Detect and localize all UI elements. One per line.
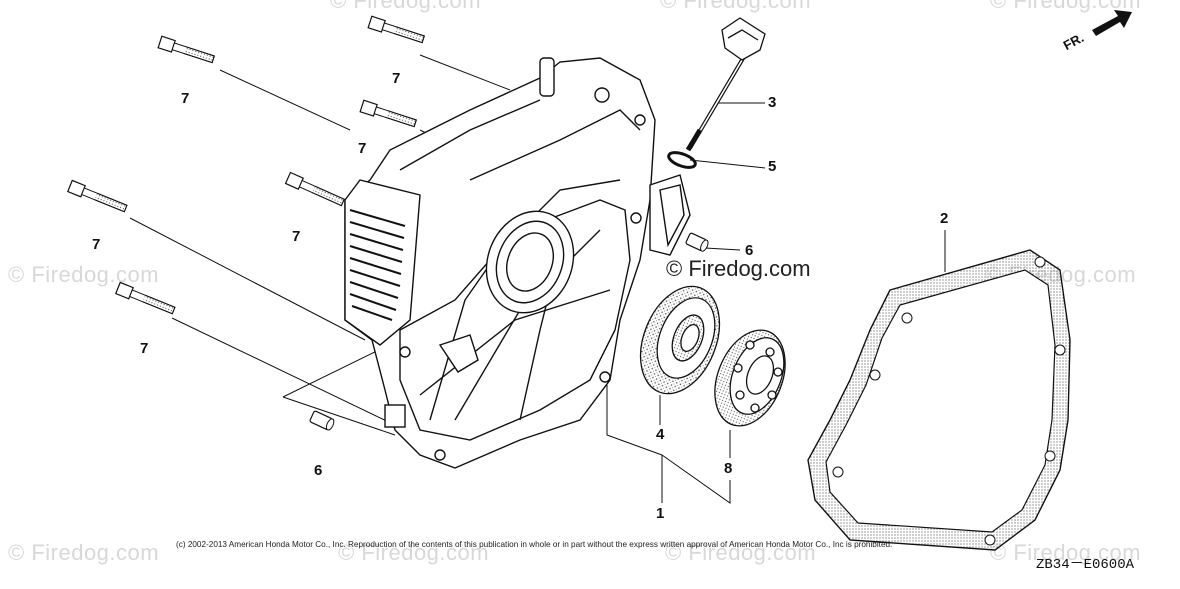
watermark: © Firedog.com xyxy=(990,540,1142,565)
callout-7: 7 xyxy=(292,228,301,245)
callout-7: 7 xyxy=(181,90,190,107)
callout-8: 8 xyxy=(724,460,733,477)
callout-6: 6 xyxy=(745,242,754,259)
watermark: © Firedog.com xyxy=(8,540,160,565)
ball-bearing xyxy=(714,329,786,427)
copyright-notice: (c) 2002-2013 American Honda Motor Co., … xyxy=(176,540,893,549)
watermark: © Firedog.com xyxy=(665,540,817,565)
callout-4: 4 xyxy=(656,426,665,443)
oil-dipstick xyxy=(685,17,766,152)
bolt-icon xyxy=(66,179,128,213)
watermark-center: © Firedog.com xyxy=(666,256,811,281)
callout-3: 3 xyxy=(768,94,777,111)
crankcase-cover xyxy=(344,57,691,469)
gasket xyxy=(807,249,1071,551)
dowel-pin-icon xyxy=(685,232,709,252)
watermark: © Firedog.com xyxy=(8,262,160,287)
callout-5: 5 xyxy=(768,158,777,175)
callout-7: 7 xyxy=(358,140,367,157)
diagram-code: ZB34－E0600A xyxy=(1036,557,1135,573)
callout-2: 2 xyxy=(940,210,949,227)
o-ring xyxy=(667,151,697,169)
dowel-pin-icon xyxy=(309,410,335,431)
bolt-icon xyxy=(284,171,345,207)
leader-lines xyxy=(129,54,946,504)
watermark: © Firedog.com xyxy=(990,0,1142,13)
watermark: © Firedog.com xyxy=(330,0,482,13)
bolt-icon xyxy=(359,99,417,128)
callout-6: 6 xyxy=(314,462,323,479)
watermark: © Firedog.com xyxy=(660,0,812,13)
front-direction-arrow-icon xyxy=(1092,10,1132,36)
watermark: © Firedog.com xyxy=(338,540,490,565)
callout-7: 7 xyxy=(392,70,401,87)
callout-7: 7 xyxy=(92,236,101,253)
oil-seal xyxy=(639,285,721,395)
bolt-icon xyxy=(114,281,176,315)
bolt-icon xyxy=(367,15,425,44)
bolt-icon xyxy=(157,35,215,64)
callout-7: 7 xyxy=(140,340,149,357)
callout-1: 1 xyxy=(656,505,665,522)
